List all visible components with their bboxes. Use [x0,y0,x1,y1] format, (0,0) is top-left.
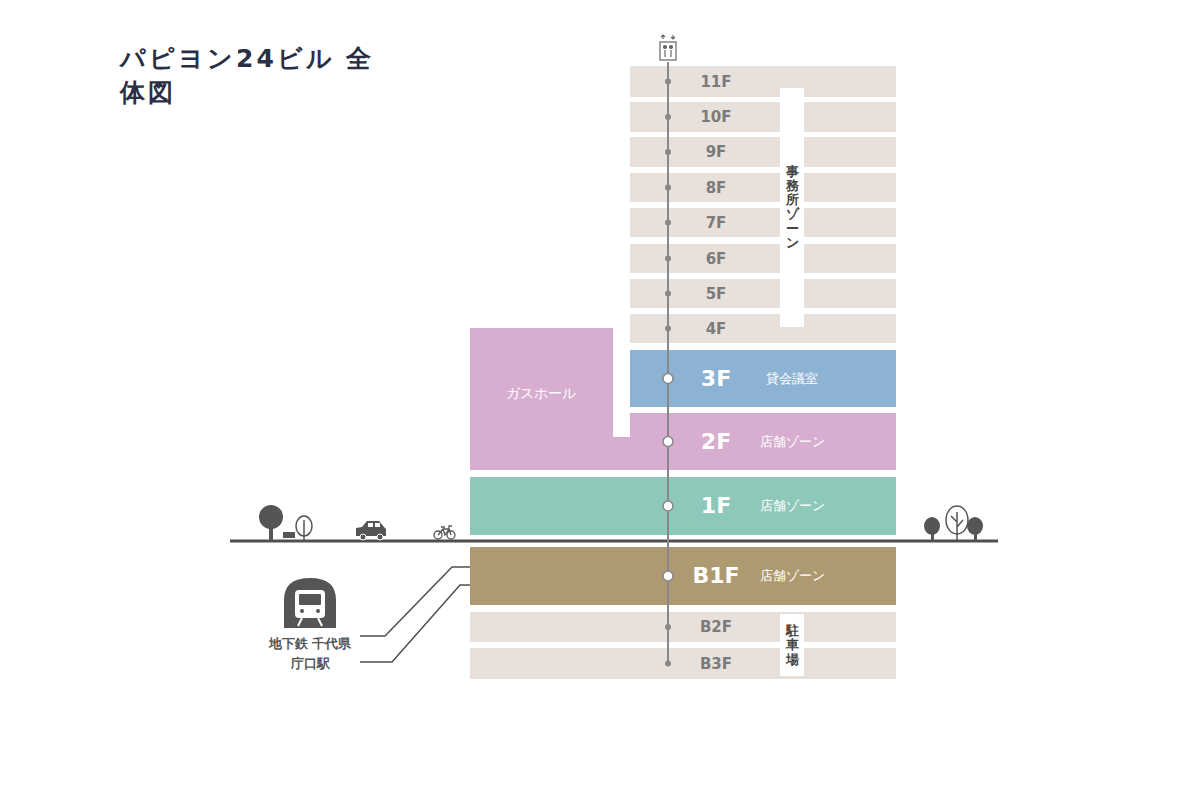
elevator-shaft [667,62,669,662]
bicycle [434,526,455,539]
floor-label: 7F [706,214,727,231]
vertical-label: 駐車場 [786,624,799,667]
elevator-stop [663,374,673,384]
car [356,521,386,540]
floor-band: 3F 貸会議室 [630,350,896,407]
floor-label: 11F [700,73,731,90]
floor-band: 1F 店舗ゾーン [470,477,896,535]
elevator-icon [660,35,676,60]
floor-label: 地下鉄 千代県庁口駅 [267,634,353,673]
floor-band: B1F 店舗ゾーン [470,547,896,605]
floor-label: 6F [706,250,727,267]
floor-label: 5F [706,285,727,302]
ground-line [230,540,998,543]
tree [924,517,940,540]
floor-label: 1F [701,494,731,518]
zone-bar: 駐車場 [780,614,804,676]
floor-band: B2F [470,612,896,642]
tree [296,516,312,540]
floor-label: 9F [706,144,727,161]
diagram-title: パピヨン24ビル 全体図 [120,42,390,110]
floor-label: 3F [701,366,731,390]
hall-block: ガスホール [470,328,613,470]
floor-label: B1F [692,564,739,588]
floor-label: 貸会議室 [766,371,818,385]
floor-label: 4F [706,320,727,337]
elevator-stop [665,220,671,226]
hall-joint [612,437,631,470]
elevator-stop [663,501,673,511]
floor-label: 店舗ゾーン [760,499,825,513]
floor-band: 2F 店舗ゾーン [630,413,896,470]
passage-line [360,585,470,662]
elevator-stop [663,571,673,581]
elevator-stop [665,291,671,297]
floor-band: 11F [630,66,896,97]
elevator-stop [665,149,671,155]
passage-line [360,567,470,662]
elevator-stop [665,185,671,191]
elevator-stop [665,79,671,85]
elevator-stop [665,114,671,120]
floor-band: 5F [630,279,896,308]
vertical-label: 事務所ゾーン [786,165,799,251]
station: 地下鉄 千代県庁口駅 [262,576,358,670]
tree [967,517,983,540]
floor-band: 10F [630,102,896,132]
bench [283,532,295,538]
elevator-stop [665,624,671,630]
floor-band: 4F [630,314,896,343]
subway-icon [284,578,336,628]
elevator-stop [665,661,671,667]
tree [259,505,283,540]
floor-band: 9F [630,137,896,167]
tree [946,506,968,540]
floor-label: 8F [706,179,727,196]
floor-band: 6F [630,244,896,273]
floor-band: 7F [630,208,896,237]
floor-label: 10F [700,109,731,126]
floor-label: B3F [700,655,732,672]
elevator-stop [665,326,671,332]
floor-band: 8F [630,173,896,202]
passage-line [360,567,470,636]
elevator-stop [663,437,673,447]
elevator-stop [665,256,671,262]
floor-label: B2F [700,619,732,636]
floor-label: ガスホール [506,386,576,401]
floor-label: 店舗ゾーン [760,434,825,448]
floor-band: B3F [470,648,896,679]
floor-label: 2F [701,429,731,453]
zone-bar: 事務所ゾーン [780,88,804,327]
floor-label: 店舗ゾーン [760,569,825,583]
